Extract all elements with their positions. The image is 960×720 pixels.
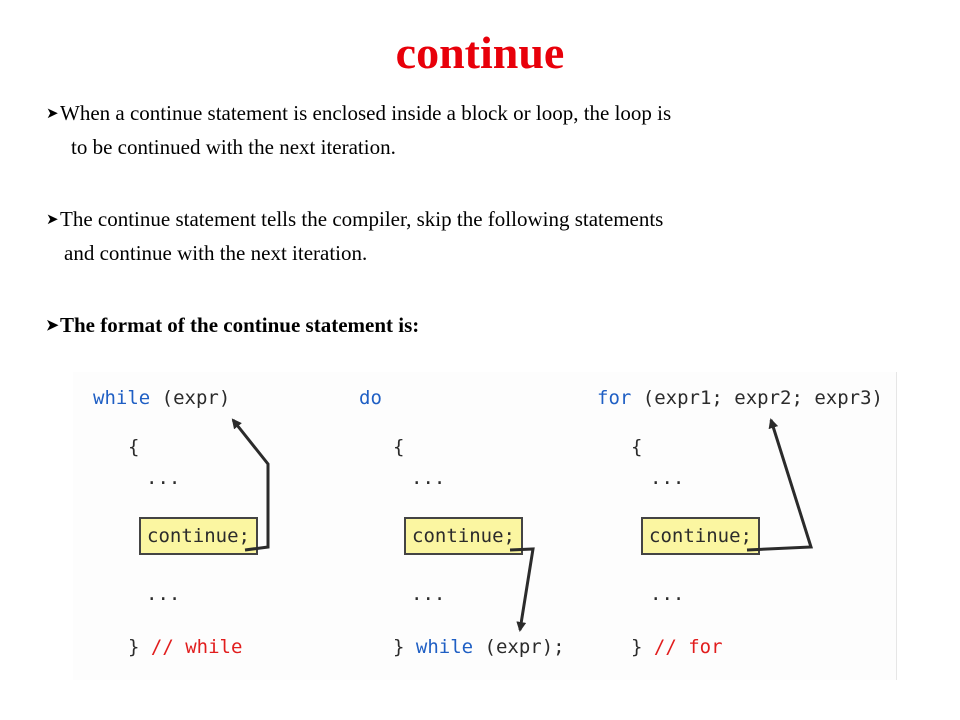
arrowhead-bullet-icon: ➤ bbox=[46, 106, 59, 122]
for-loop-back-arrow bbox=[746, 418, 814, 552]
arrowhead-bullet-icon: ➤ bbox=[46, 212, 59, 228]
do-header: do bbox=[359, 387, 382, 409]
while-condition: (expr) bbox=[150, 387, 231, 409]
while-close-brace: } bbox=[128, 636, 140, 658]
do-while-condition: (expr); bbox=[473, 636, 565, 658]
for-continue-box: continue; bbox=[641, 517, 760, 555]
for-dots-before: ... bbox=[650, 467, 685, 489]
for-keyword: for bbox=[597, 387, 632, 409]
for-expressions: (expr1; expr2; expr3) bbox=[631, 387, 883, 409]
while-open-brace: { bbox=[128, 436, 140, 458]
continue-format-diagram: while (expr) { ... continue; ... } // wh… bbox=[73, 372, 897, 680]
bullet-item-2: ➤The continue statement tells the compil… bbox=[46, 203, 926, 270]
for-open-brace: { bbox=[631, 436, 643, 458]
do-dots-after: ... bbox=[411, 583, 446, 605]
do-continue-box: continue; bbox=[404, 517, 523, 555]
for-close-brace: } bbox=[631, 636, 643, 658]
while-dots-before: ... bbox=[146, 467, 181, 489]
while-comment: // while bbox=[150, 636, 243, 658]
control-flow-arrows bbox=[231, 418, 814, 632]
do-loop-forward-arrow bbox=[509, 547, 535, 632]
bullet-3-line-1: The format of the continue statement is: bbox=[60, 313, 420, 337]
slide-title: continue bbox=[395, 27, 565, 78]
while-keyword: while bbox=[93, 387, 151, 409]
do-dots-before: ... bbox=[411, 467, 446, 489]
arrowhead-bullet-icon: ➤ bbox=[46, 318, 59, 334]
while-continue-box: continue; bbox=[139, 517, 258, 555]
do-close-brace: } bbox=[393, 636, 405, 658]
do-open-brace: { bbox=[393, 436, 405, 458]
for-comment: // for bbox=[653, 636, 723, 658]
for-header: for (expr1; expr2; expr3) bbox=[597, 389, 883, 408]
bullet-item-1: ➤When a continue statement is enclosed i… bbox=[46, 97, 926, 164]
while-close-line: } // while bbox=[128, 638, 242, 657]
do-while-keyword: while bbox=[415, 636, 474, 658]
do-close-line: } while (expr); bbox=[393, 638, 565, 657]
bullet-2-line-2: and continue with the next iteration. bbox=[64, 241, 368, 265]
for-close-line: } // for bbox=[631, 638, 723, 657]
for-dots-after: ... bbox=[650, 583, 685, 605]
bullet-2-line-1: The continue statement tells the compile… bbox=[60, 207, 664, 231]
while-header: while (expr) bbox=[93, 389, 230, 408]
while-dots-after: ... bbox=[146, 583, 181, 605]
bullet-1-line-1: When a continue statement is enclosed in… bbox=[60, 101, 672, 125]
bullet-1-line-2: to be continued with the next iteration. bbox=[71, 135, 396, 159]
bullet-item-3: ➤The format of the continue statement is… bbox=[46, 309, 926, 343]
while-loop-back-arrow bbox=[231, 418, 270, 552]
